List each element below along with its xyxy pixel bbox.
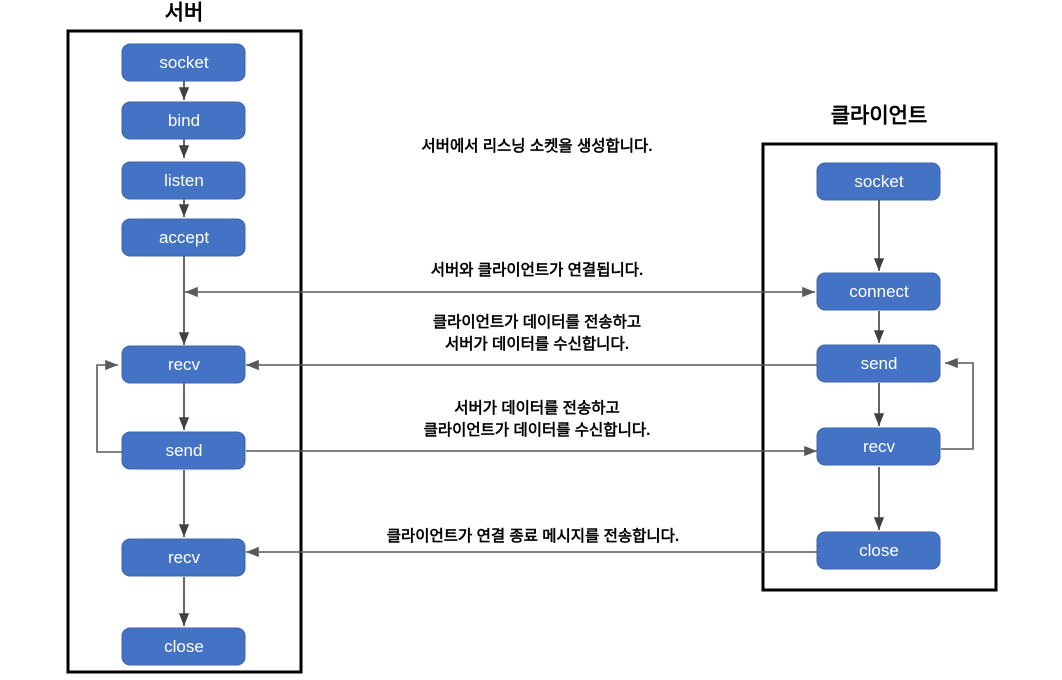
node-server-send[interactable]: send [121, 431, 246, 470]
node-label: socket [854, 172, 903, 191]
node-client-close[interactable]: close [816, 531, 941, 570]
node-label: close [859, 541, 899, 560]
node-server-recv-1[interactable]: recv [121, 345, 246, 384]
node-label: recv [168, 355, 201, 374]
node-server-socket[interactable]: socket [121, 43, 246, 82]
node-label: send [861, 354, 898, 373]
caption-client-to-server-line2: 서버가 데이터를 수신합니다. [445, 335, 629, 353]
node-server-close[interactable]: close [121, 627, 246, 666]
node-label: accept [159, 228, 209, 247]
node-client-connect[interactable]: connect [816, 272, 941, 311]
node-client-socket[interactable]: socket [816, 162, 941, 201]
caption-connection-close: 클라이언트가 연결 종료 메시지를 전송합니다. [387, 527, 679, 545]
node-server-accept[interactable]: accept [121, 218, 246, 257]
node-server-listen[interactable]: listen [121, 161, 246, 200]
node-client-send[interactable]: send [816, 344, 941, 383]
node-label: send [166, 441, 203, 460]
node-client-recv[interactable]: recv [816, 427, 941, 466]
node-label: bind [168, 111, 200, 130]
node-server-bind[interactable]: bind [121, 101, 246, 140]
server-column-title: 서버 [165, 2, 204, 25]
caption-client-to-server-line1: 클라이언트가 데이터를 전송하고 [433, 313, 641, 331]
node-label: connect [849, 282, 909, 301]
caption-server-to-client-line1: 서버가 데이터를 전송하고 [454, 399, 619, 417]
node-server-recv-2[interactable]: recv [121, 538, 246, 577]
arrow-server-send-loop-to-recv [96, 359, 122, 453]
caption-connection-established: 서버와 클라이언트가 연결됩니다. [431, 261, 644, 279]
node-label: close [164, 637, 204, 656]
caption-listening-socket: 서버에서 리스닝 소켓을 생성합니다. [421, 137, 652, 155]
node-label: recv [168, 548, 201, 567]
node-label: listen [164, 171, 204, 190]
caption-server-to-client-line2: 클라이언트가 데이터를 수신합니다. [424, 421, 651, 439]
node-label: socket [159, 53, 208, 72]
client-column-title: 클라이언트 [831, 105, 928, 128]
node-label: recv [863, 437, 896, 456]
arrow-client-recv-loop-to-send [941, 357, 974, 450]
